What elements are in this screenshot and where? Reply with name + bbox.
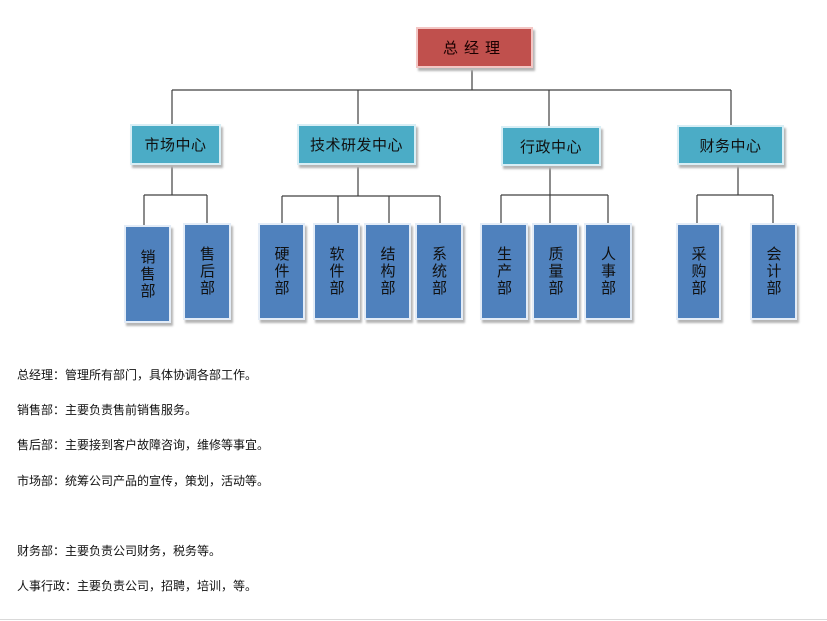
description-aftersales: 售后部：主要接到客户故障咨询，维修等事宜。	[17, 438, 270, 452]
dept-production-node: 生产部	[480, 223, 528, 320]
dept-aftersales-node: 售后部	[183, 223, 231, 320]
dept-accounting-node: 会计部	[750, 223, 797, 320]
dept-software-node: 软件部	[313, 223, 360, 320]
dept-sales-node: 销售部	[124, 225, 171, 323]
dept-purchasing-node: 采购部	[676, 223, 721, 320]
admin-center-node: 行政中心	[501, 126, 601, 166]
description-sales: 销售部：主要负责售前销售服务。	[17, 403, 198, 417]
description-hr-admin: 人事行政：主要负责公司，招聘，培训，等。	[17, 579, 258, 593]
description-finance: 财务部：主要负责公司财务，税务等。	[17, 544, 222, 558]
dept-hardware-node: 硬件部	[258, 223, 305, 320]
dept-quality-node: 质量部	[532, 223, 579, 320]
dept-structure-node: 结构部	[364, 223, 411, 320]
finance-center-node: 财务中心	[677, 125, 784, 165]
general-manager-node: 总经理	[416, 27, 533, 68]
rnd-center-node: 技术研发中心	[297, 124, 416, 165]
market-center-node: 市场中心	[130, 124, 221, 165]
description-general-manager: 总经理：管理所有部门，具体协调各部工作。	[17, 368, 258, 382]
bottom-divider	[0, 619, 827, 620]
dept-system-node: 系统部	[415, 223, 463, 320]
description-marketing: 市场部：统筹公司产品的宣传，策划，活动等。	[17, 474, 270, 488]
dept-hr-node: 人事部	[584, 223, 632, 320]
